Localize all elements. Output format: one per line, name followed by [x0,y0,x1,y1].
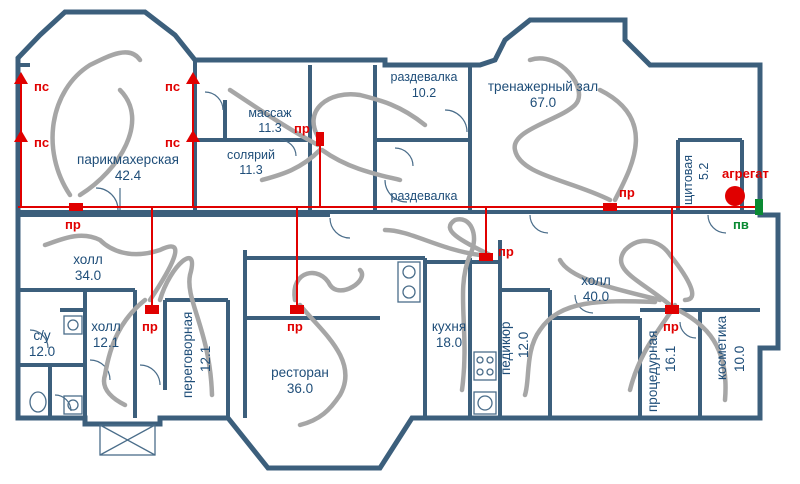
room-area-massage: 11.3 [258,121,281,135]
label-unit: агрегат [722,166,769,181]
room-name-cosmetics: косметика [714,315,729,380]
label-exhaust-1: пс [34,79,49,94]
fixtures [29,261,497,456]
room-name-wc: с/у [33,328,51,343]
room-name-locker2: раздевалка [391,189,458,203]
room-area-procedure: 16.1 [663,346,678,372]
label-supply-restaurant: пр [287,319,303,334]
label-supply-corridor: пр [619,185,635,200]
room-name-solar: солярий [227,148,275,162]
room-name-hair: парикмахерская [77,152,179,167]
airflow-arrows [42,50,728,428]
room-area-hall3: 40.0 [583,289,609,304]
room-area-wc: 12.0 [29,344,55,359]
building-walls [15,9,781,471]
room-name-panel: щитовая [681,155,695,205]
label-supply-hall3: пр [663,319,679,334]
room-area-restaurant: 36.0 [287,381,313,396]
air-intake-icon [755,199,763,215]
room-area-hall1: 34.0 [75,268,101,283]
room-name-meeting: переговорная [180,312,195,398]
supply-ducts [18,78,755,310]
terminal-hall3 [665,305,679,314]
terminal-hall1 [145,305,159,314]
room-area-panel: 5.2 [697,163,711,180]
terminal-restaurant [290,305,304,314]
room-area-hall2: 12.1 [93,335,119,350]
room-area-pedicure: 12.0 [516,332,531,358]
label-intake: пв [733,217,749,232]
terminal-corridor [603,203,617,211]
room-area-cosmetics: 10.0 [732,346,747,372]
label-supply-massage: пр [294,121,310,136]
room-area-locker1: 10.2 [412,86,436,100]
air-handler-unit-icon [725,186,745,206]
terminal-hair [69,203,83,211]
label-exhaust-2: пс [165,79,180,94]
room-labels: парикмахерская 42.4 массаж 11.3 солярий … [29,70,747,412]
label-exhaust-4: пс [165,135,180,150]
label-supply-hall1: пр [142,319,158,334]
label-supply-kitchen: пр [498,244,514,259]
terminal-kitchen [479,253,493,261]
room-name-locker1: раздевалка [391,70,458,84]
duct-terminals [69,132,679,314]
system-labels: пс пс пс пс пр пр пр пр пр пр пр агрегат… [34,79,769,334]
room-name-hall1: холл [73,252,103,267]
exhaust-markers [14,72,200,142]
room-name-procedure: процедурная [645,331,660,412]
terminal-massage [316,132,324,146]
room-area-gym: 67.0 [530,95,556,110]
room-name-restaurant: ресторан [271,365,329,380]
room-name-kitchen: кухня [432,319,466,334]
room-area-solar: 11.3 [239,163,262,177]
room-area-kitchen: 18.0 [436,335,462,350]
room-name-hall2: холл [91,319,121,334]
label-exhaust-3: пс [34,135,49,150]
room-name-massage: массаж [248,106,292,120]
room-area-hair: 42.4 [115,168,142,183]
room-name-hall3: холл [581,273,611,288]
label-supply-hair: пр [65,217,81,232]
room-name-gym: тренажерный зал [488,79,598,94]
room-area-meeting: 12.1 [198,346,213,372]
room-name-pedicure: педикюр [498,322,513,375]
